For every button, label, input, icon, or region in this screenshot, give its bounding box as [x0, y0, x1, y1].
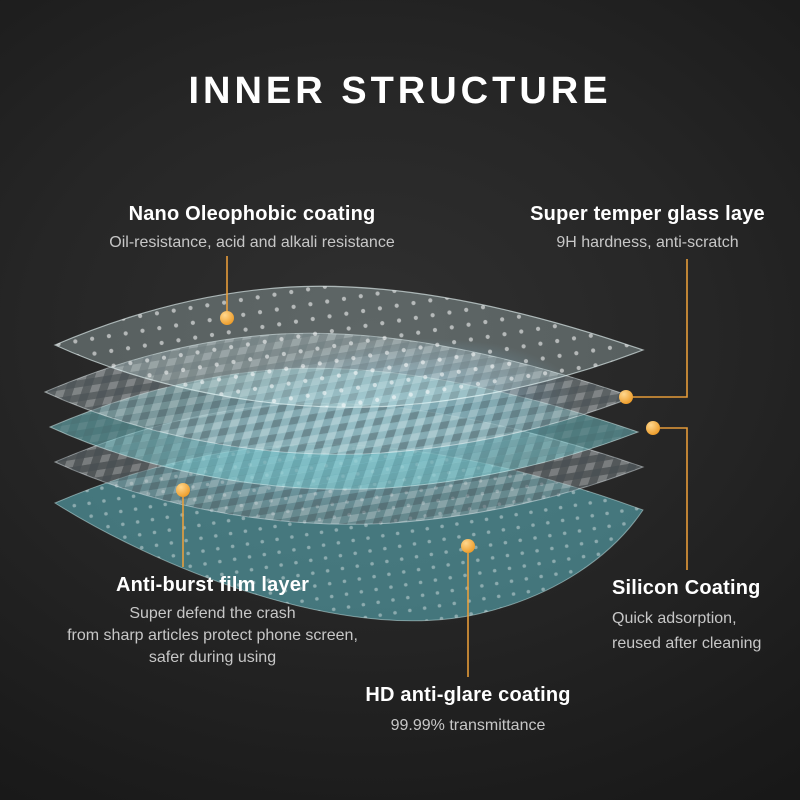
callout-anti-burst: Anti-burst film layer Super defend the c…: [30, 574, 395, 669]
callout-hd-description: 99.99% transmittance: [390, 717, 546, 734]
callout-hd-anti-glare: HD anti-glare coating 99.99% transmittan…: [318, 684, 618, 737]
callout-anti-burst-description: Super defend the crash from sharp articl…: [30, 603, 395, 669]
page-title: INNER STRUCTURE: [188, 70, 612, 112]
callout-line-temper-glass: [633, 259, 688, 398]
callout-temper-glass: Super temper glass laye 9H hardness, ant…: [495, 203, 800, 254]
callout-silicon-description: Quick adsorption, reused after cleaning: [612, 606, 797, 656]
callout-silicon: Silicon Coating Quick adsorption, reused…: [612, 577, 797, 656]
callout-line-silicon: [660, 427, 688, 570]
callout-dot-hd-anti-glare: [461, 539, 475, 553]
callout-silicon-heading: Silicon Coating: [612, 577, 761, 599]
callout-dot-temper-glass: [619, 390, 633, 404]
callout-hd-heading: HD anti-glare coating: [365, 684, 571, 706]
callout-anti-burst-line3: safer during using: [148, 649, 277, 666]
callout-silicon-line2: reused after cleaning: [612, 635, 762, 652]
callout-nano-description: Oil-resistance, acid and alkali resistan…: [109, 234, 395, 251]
callout-dot-anti-burst: [176, 483, 190, 497]
callout-temper-description: 9H hardness, anti-scratch: [556, 234, 739, 251]
callout-anti-burst-heading: Anti-burst film layer: [115, 574, 310, 596]
callout-anti-burst-line1: Super defend the crash: [129, 605, 296, 622]
callout-anti-burst-line2: from sharp articles protect phone screen…: [67, 627, 358, 644]
callout-dot-silicon: [646, 421, 660, 435]
callout-silicon-line1: Quick adsorption,: [612, 610, 737, 627]
callout-temper-heading: Super temper glass laye: [530, 203, 765, 225]
callout-dot-nano: [220, 311, 234, 325]
callout-nano-coating: Nano Oleophobic coating Oil-resistance, …: [52, 203, 452, 254]
callout-nano-heading: Nano Oleophobic coating: [128, 203, 376, 225]
